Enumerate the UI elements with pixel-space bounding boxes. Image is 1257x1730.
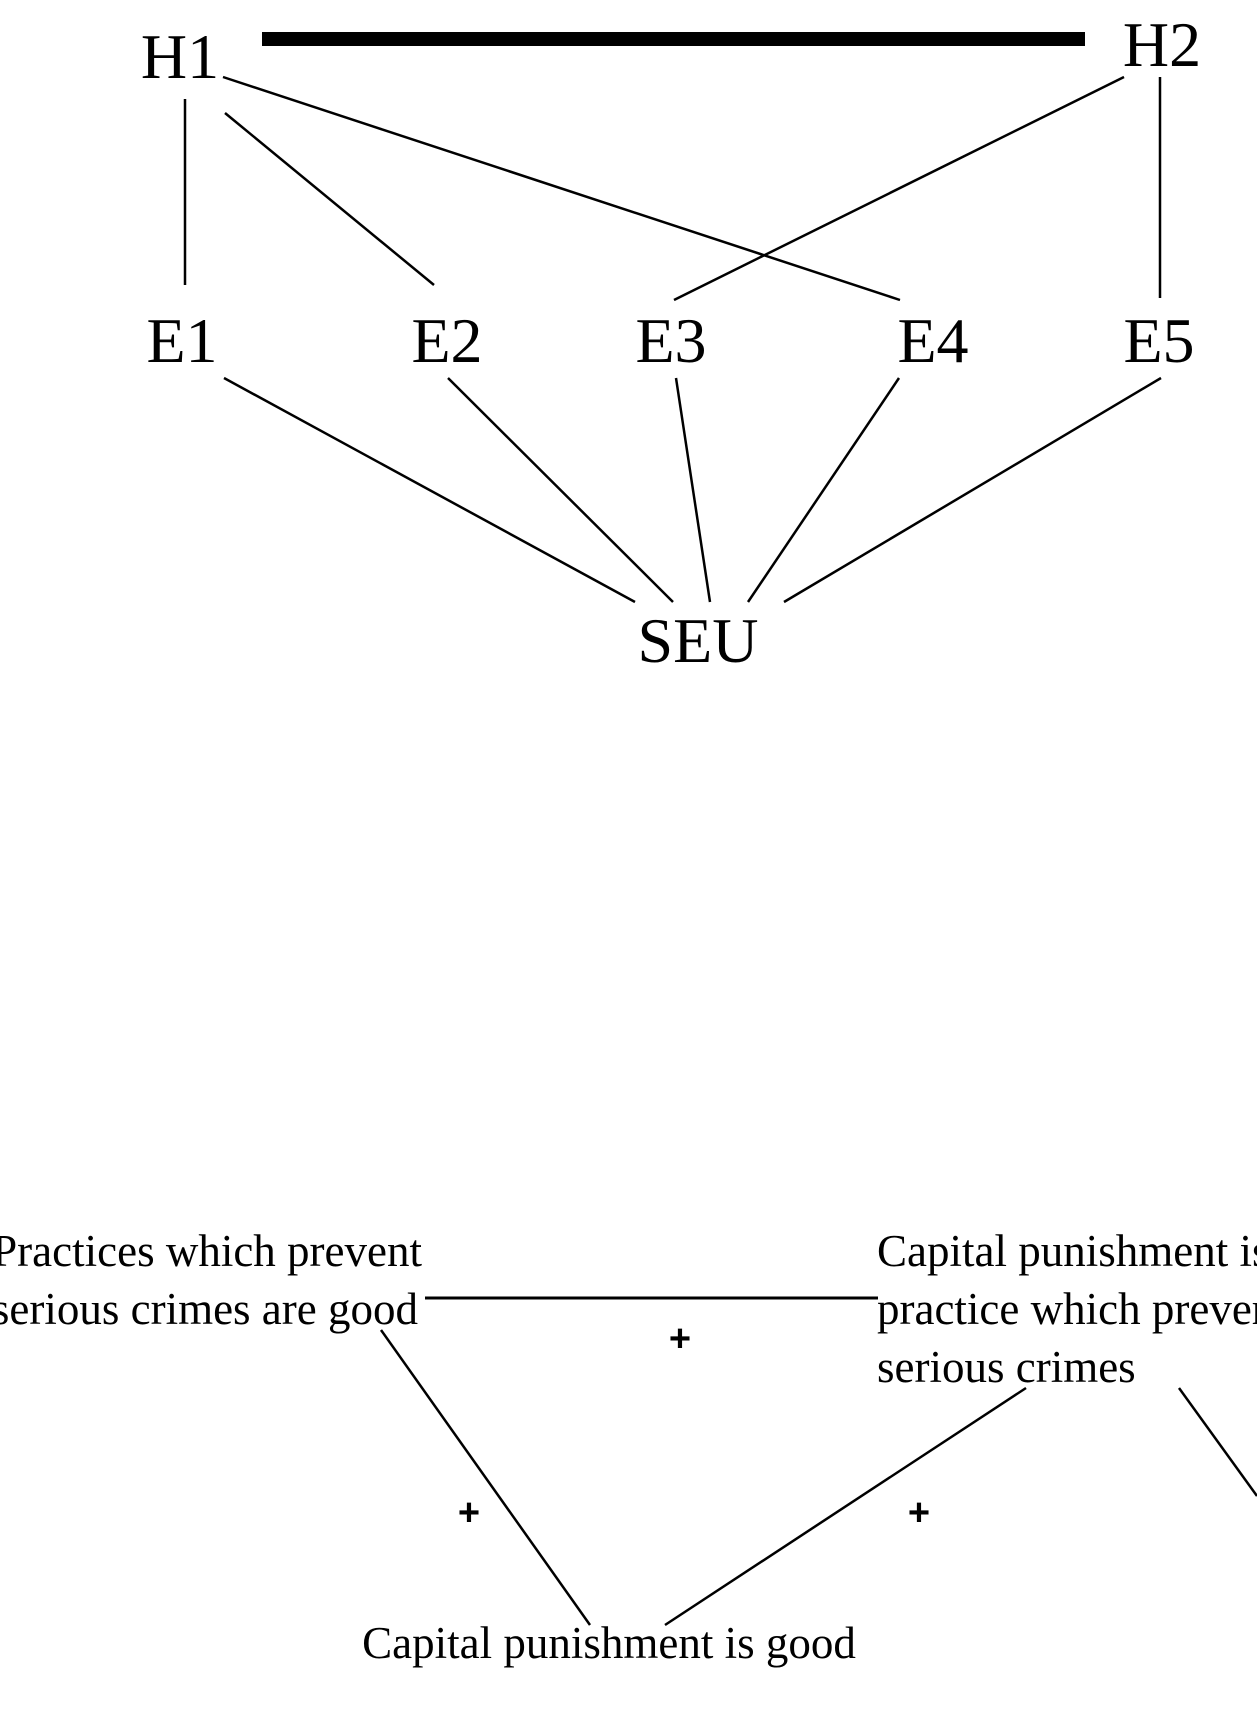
edge-right-bottom (664, 1386, 1027, 1627)
bottom-node: Capital punishment is good (362, 1618, 856, 1668)
left-node-line-2: serious crimes are good (0, 1284, 418, 1334)
node-e1: E1 (146, 305, 217, 376)
node-e5: E5 (1123, 305, 1194, 376)
edge-left-bottom (379, 1329, 592, 1626)
edge-e1-seu (223, 376, 636, 604)
node-e2: E2 (411, 305, 482, 376)
node-e4: E4 (897, 305, 968, 376)
right-node-line-3: serious crimes (877, 1342, 1136, 1392)
edge-h1-e2 (224, 112, 435, 286)
incompatibility-bar-h1-h2 (262, 32, 1085, 46)
edge-e5-seu (783, 376, 1162, 604)
node-seu: SEU (638, 605, 759, 676)
right-node-line-1: Capital punishment is a (877, 1226, 1257, 1276)
edge-h1-e4 (222, 75, 901, 302)
edge-e3-seu (674, 377, 712, 603)
node-e3: E3 (635, 305, 706, 376)
edge-h2-e3 (673, 75, 1125, 302)
edge-e2-seu (447, 377, 674, 603)
left-node-line-1: Practices which prevent (0, 1226, 422, 1276)
edge-e4-seu (746, 377, 901, 603)
sign-left: + (458, 1492, 480, 1534)
explanatory-coherence-network: H1 H2 E1 E2 E3 E4 E5 SEU (141, 9, 1201, 676)
capital-punishment-network: Practices which prevent serious crimes a… (0, 1226, 1257, 1668)
edge-right-offpage (1177, 1387, 1257, 1497)
sign-top: + (669, 1318, 691, 1360)
sign-right: + (908, 1492, 930, 1534)
node-h2: H2 (1123, 9, 1201, 80)
node-h1: H1 (141, 21, 219, 92)
